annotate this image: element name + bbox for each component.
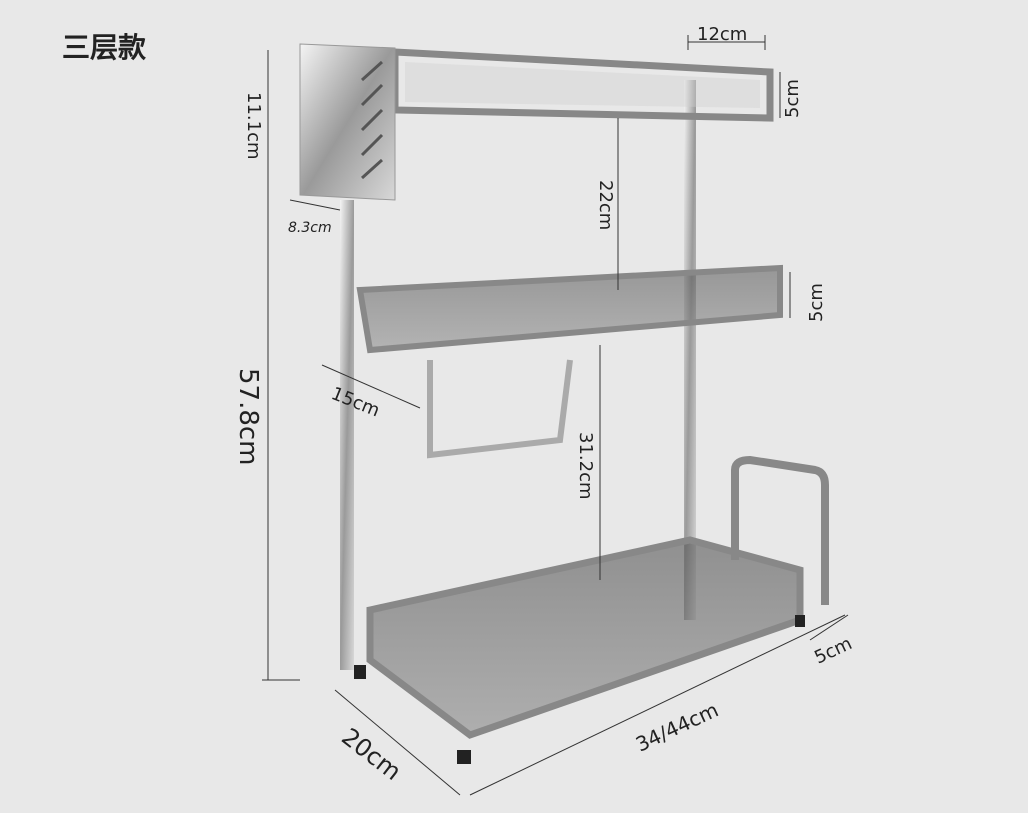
- dim-bottom-height: 5cm: [811, 633, 855, 668]
- rack-illustration: [299, 43, 829, 764]
- dim-top-depth: 12cm: [697, 24, 747, 45]
- dim-middle-height: 5cm: [806, 283, 827, 322]
- dimension-lines: [262, 35, 849, 796]
- dim-gap-top-middle: 22cm: [595, 180, 616, 230]
- product-variant-title: 三层款: [62, 31, 147, 64]
- dim-top-height: 5cm: [782, 79, 803, 118]
- dim-middle-depth: 15cm: [328, 383, 383, 421]
- dim-total-height: 57.8cm: [233, 368, 263, 466]
- dim-knife-block-width: 8.3cm: [288, 220, 332, 236]
- dim-knife-block-height: 11.1cm: [243, 92, 264, 160]
- dim-bottom-depth: 20cm: [336, 723, 406, 786]
- dim-gap-middle-bottom: 31.2cm: [575, 432, 596, 500]
- dim-width: 34/44cm: [632, 698, 722, 757]
